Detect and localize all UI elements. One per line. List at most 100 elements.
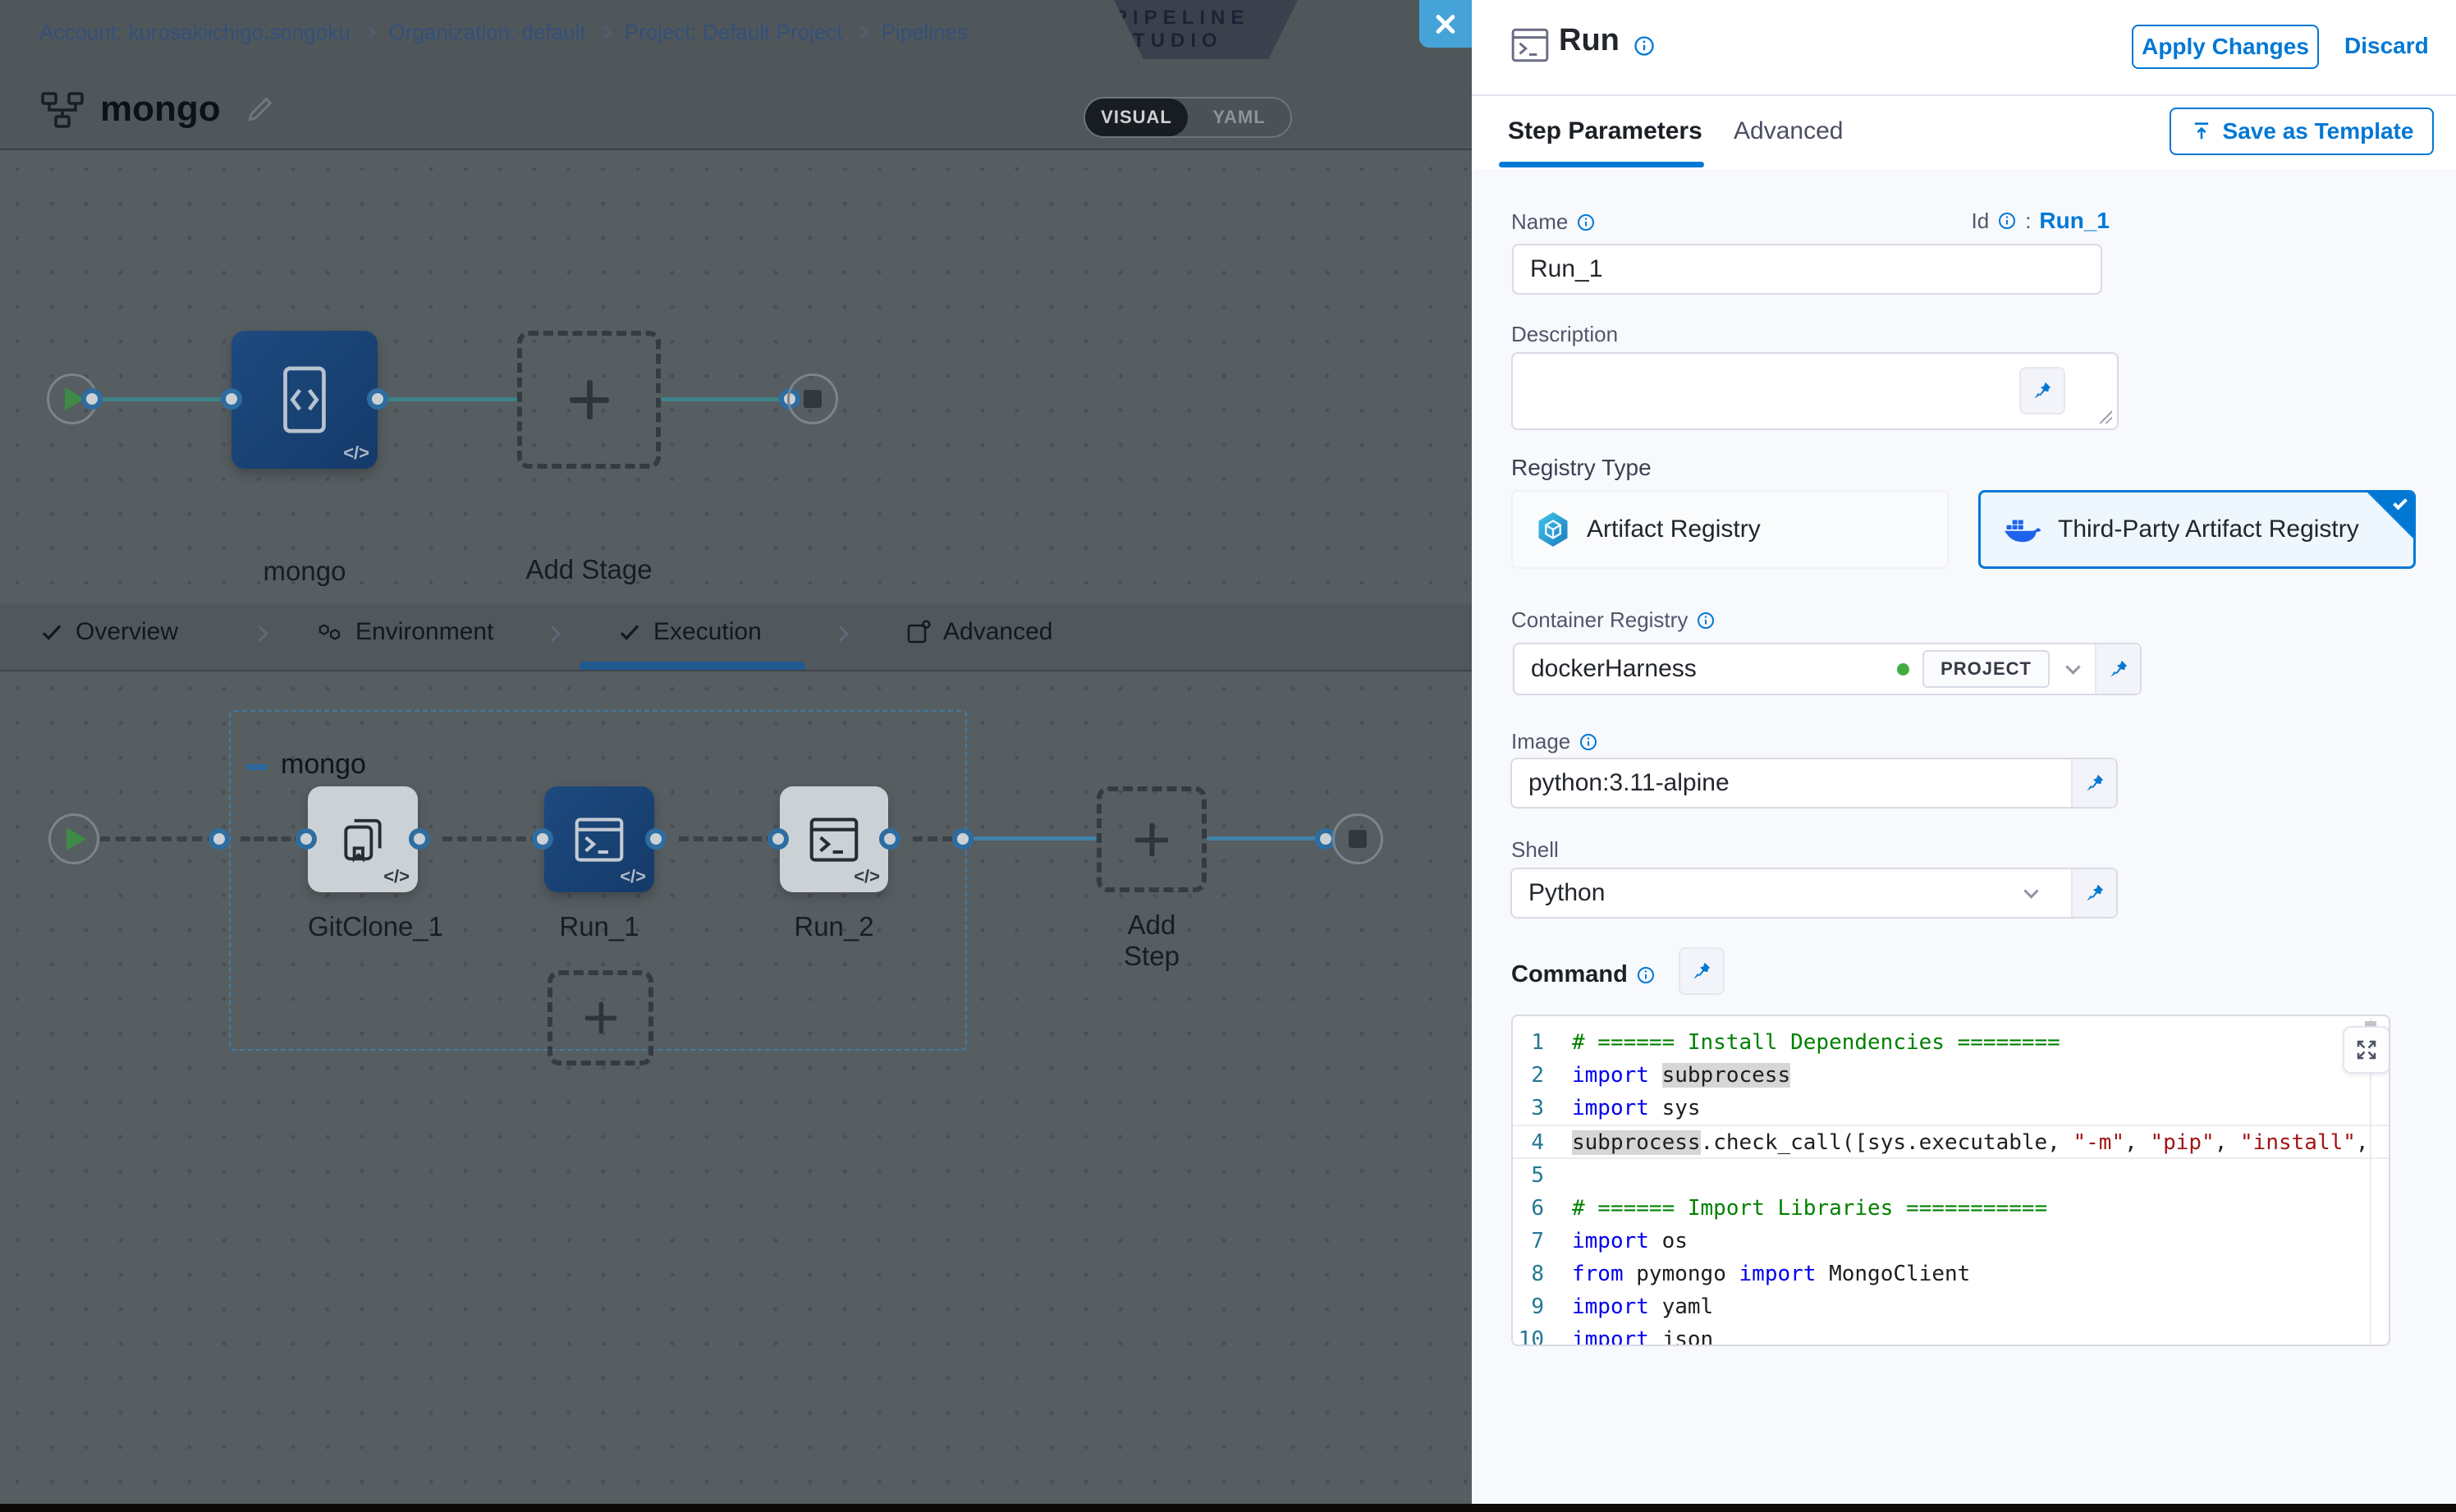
connector-port[interactable] <box>81 388 103 410</box>
description-label: Description <box>1511 322 1618 347</box>
connector-port[interactable] <box>645 828 667 850</box>
connector-port[interactable] <box>768 828 789 850</box>
connector-port[interactable] <box>221 388 242 410</box>
pin-runtime-input-button[interactable] <box>2071 869 2116 917</box>
info-icon[interactable] <box>1997 211 2017 231</box>
toggle-visual[interactable]: VISUAL <box>1085 99 1188 136</box>
shell-select[interactable]: Python <box>1510 868 2118 919</box>
info-icon[interactable] <box>1636 965 1656 985</box>
code-line: 10 import json <box>1513 1323 2389 1346</box>
tab-environment[interactable]: Environment <box>316 618 493 646</box>
plus-icon <box>584 1002 616 1033</box>
registry-option-artifact[interactable]: Artifact Registry <box>1511 490 1949 569</box>
pin-runtime-input-button[interactable] <box>1679 947 1725 995</box>
step-node-run-1[interactable]: </> <box>544 786 654 892</box>
container-registry-label: Container Registry <box>1511 607 1716 633</box>
connector-port[interactable] <box>532 828 553 850</box>
tab-execution[interactable]: Execution <box>617 618 762 646</box>
terminal-icon <box>1510 26 1551 64</box>
code-line: 9 import yaml <box>1513 1290 2389 1323</box>
code-line: 5 <box>1513 1159 2389 1192</box>
chevron-down-icon[interactable] <box>2065 659 2080 674</box>
connector-port[interactable] <box>952 828 974 850</box>
connector <box>99 397 231 401</box>
discard-button[interactable]: Discard <box>2344 33 2429 59</box>
code-badge-icon: </> <box>383 866 410 887</box>
connector-port[interactable] <box>879 828 900 850</box>
active-tab-underline <box>580 662 805 670</box>
save-template-icon <box>2190 120 2213 143</box>
save-as-template-button[interactable]: Save as Template <box>2170 108 2434 155</box>
expand-editor-button[interactable] <box>2343 1026 2390 1074</box>
breadcrumb-pipelines[interactable]: Pipelines <box>882 20 969 45</box>
connector-port[interactable] <box>296 828 317 850</box>
collapse-group-icon[interactable] <box>246 764 268 770</box>
registry-type-label: Registry Type <box>1511 455 1652 481</box>
pin-runtime-input-button[interactable] <box>2095 644 2140 694</box>
stop-icon <box>1349 830 1367 848</box>
connector-port[interactable] <box>409 828 430 850</box>
tab-overview[interactable]: Overview <box>39 618 178 646</box>
step-node-gitclone-1[interactable]: </> <box>308 786 418 892</box>
stage-node-mongo[interactable]: </> <box>231 331 378 469</box>
name-input[interactable] <box>1530 255 2084 283</box>
pin-icon <box>2084 772 2105 794</box>
connector-port[interactable] <box>367 388 388 410</box>
pin-icon <box>1691 960 1712 982</box>
info-icon[interactable] <box>1696 611 1716 630</box>
registry-option-third-party[interactable]: Third-Party Artifact Registry <box>1978 490 2416 569</box>
breadcrumb-project[interactable]: Project: Default Project <box>625 20 843 45</box>
chevron-right-icon <box>832 625 849 642</box>
tab-advanced[interactable]: Advanced <box>905 618 1052 646</box>
pipeline-title: mongo <box>100 89 221 130</box>
command-code-editor[interactable]: 1 # ====== Install Dependencies ========… <box>1511 1015 2390 1346</box>
shell-label: Shell <box>1511 837 1559 863</box>
active-tab-underline <box>1499 162 1704 167</box>
connector-dashed <box>913 836 952 841</box>
image-input[interactable] <box>1528 769 2055 797</box>
docker-icon <box>2004 515 2041 544</box>
container-registry-field[interactable]: dockerHarness PROJECT <box>1513 643 2142 695</box>
check-icon <box>617 620 642 644</box>
info-icon[interactable] <box>1576 213 1596 232</box>
chevron-down-icon <box>2023 883 2038 898</box>
pin-runtime-input-button[interactable] <box>2019 367 2065 415</box>
connector-port[interactable] <box>208 828 230 850</box>
add-step-button[interactable] <box>1097 786 1207 892</box>
apply-changes-button[interactable]: Apply Changes <box>2132 25 2319 69</box>
execution-end-node <box>1332 813 1383 864</box>
add-stage-button[interactable] <box>517 331 661 469</box>
description-textarea[interactable] <box>1511 352 2119 430</box>
breadcrumb-organization[interactable]: Organization: default <box>389 20 586 45</box>
resize-handle[interactable] <box>2099 410 2112 424</box>
connector-status-dot <box>1897 663 1909 676</box>
execution-canvas: mongo </> <box>0 671 1472 1505</box>
close-drawer-button[interactable] <box>1419 0 1472 48</box>
drawer-title: Run <box>1559 23 1620 58</box>
code-badge-icon: </> <box>343 442 369 464</box>
breadcrumb: Account: kurosakiichigo.songoku Organiza… <box>39 20 968 45</box>
pin-icon <box>2108 658 2129 680</box>
info-icon[interactable] <box>1633 34 1656 57</box>
step-node-run-2[interactable]: </> <box>780 786 888 892</box>
pin-runtime-input-button[interactable] <box>2071 759 2116 807</box>
add-parallel-step-button[interactable] <box>548 970 653 1065</box>
code-line: 8 from pymongo import MongoClient <box>1513 1258 2389 1290</box>
code-line: 1 # ====== Install Dependencies ======== <box>1513 1026 2389 1059</box>
tab-advanced[interactable]: Advanced <box>1734 117 1843 145</box>
plus-icon <box>570 380 609 419</box>
check-icon <box>39 620 64 644</box>
edit-pipeline-icon[interactable] <box>243 94 276 126</box>
connector <box>378 397 517 401</box>
info-icon[interactable] <box>1579 732 1598 752</box>
tab-step-parameters[interactable]: Step Parameters <box>1508 117 1702 145</box>
chevron-right-icon <box>363 26 376 39</box>
play-icon <box>66 827 86 850</box>
studio-pane: Account: kurosakiichigo.songoku Organiza… <box>0 0 1472 1505</box>
step-id-value[interactable]: Run_1 <box>2039 208 2110 234</box>
breadcrumb-account[interactable]: Account: kurosakiichigo.songoku <box>39 20 351 45</box>
toggle-yaml[interactable]: YAML <box>1188 99 1290 136</box>
code-line: 7 import os <box>1513 1225 2389 1258</box>
add-step-label: Add Step <box>1097 909 1207 972</box>
